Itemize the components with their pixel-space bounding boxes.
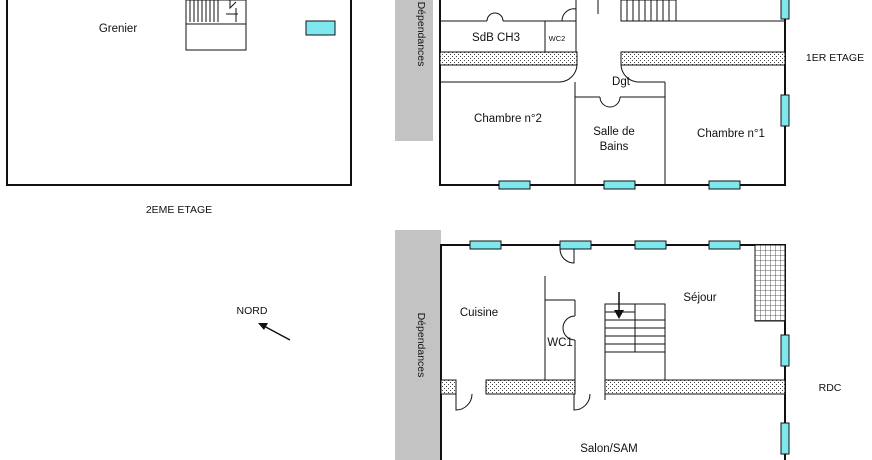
window-bedroom1	[708, 180, 741, 190]
floor-label-ground: RDC	[819, 382, 842, 394]
attic-stairs	[185, 0, 247, 51]
ground-wall-middle	[485, 379, 576, 395]
room-label-lounge: Salon/SAM	[580, 443, 638, 455]
window-bedroom1-side	[780, 94, 790, 127]
first-floor: Dépendances SdB CH3 WC2 Dgt	[395, 0, 864, 190]
window-living-side	[780, 334, 790, 367]
ground-stairs	[604, 292, 666, 381]
window-entry	[559, 240, 592, 250]
lounge-door-arc-center	[573, 393, 591, 411]
room-label-bathroom-line1: Salle de	[593, 126, 635, 138]
bathroom-door-arc	[599, 96, 621, 108]
second-floor: Grenier 2EME ETAGE	[6, 0, 352, 216]
north-arrowhead-icon	[258, 323, 268, 330]
first-outer-walls	[439, 0, 786, 186]
fireplace	[754, 244, 786, 322]
ground-wall-left-stub	[440, 379, 457, 395]
corridor-door-arc-left	[559, 64, 578, 83]
floor-label-first: 1ER ETAGE	[806, 52, 864, 64]
wc1-door-arc	[562, 315, 576, 341]
first-wall-right	[620, 51, 786, 66]
room-label-bedroom2: Chambre n°2	[474, 113, 542, 125]
attic-outline	[6, 0, 352, 186]
room-label-bath3: SdB CH3	[472, 32, 520, 44]
compass: NORD	[237, 305, 291, 341]
first-annex-label: Dépendances	[415, 2, 427, 67]
room-label-attic: Grenier	[99, 23, 138, 35]
room-label-hall: Dgt	[612, 76, 631, 88]
lounge-door-arc-left	[455, 393, 473, 411]
corridor-door-arc-right	[620, 64, 639, 83]
window-living-2	[708, 240, 741, 250]
room-partitions	[574, 82, 666, 185]
window-bedroom2	[498, 180, 531, 190]
window-living-1	[634, 240, 667, 250]
north-arrow-icon	[261, 324, 291, 341]
first-annex	[395, 0, 433, 141]
compass-label: NORD	[237, 305, 268, 317]
stairs-down-arrow-icon	[614, 310, 624, 319]
wc2-partitions	[544, 0, 577, 52]
room-label-kitchen: Cuisine	[460, 307, 498, 319]
window-bathroom	[603, 180, 636, 190]
room-label-wc1: WC1	[547, 337, 573, 349]
entry-door-arc	[559, 248, 575, 264]
window-upper-side	[780, 0, 790, 20]
wc1-partitions	[544, 276, 576, 380]
ground-wall-right	[604, 379, 786, 395]
wc2-door-arc	[561, 8, 577, 22]
window-kitchen	[469, 240, 502, 250]
floor-label-second: 2EME ETAGE	[146, 204, 212, 216]
room-label-living: Séjour	[683, 292, 716, 304]
attic-window	[305, 20, 336, 36]
room-label-wc2: WC2	[549, 34, 566, 43]
ground-floor: Dépendances	[395, 230, 842, 460]
room-label-bedroom1: Chambre n°1	[697, 128, 765, 140]
room-label-bathroom-line2: Bains	[600, 141, 629, 153]
window-lounge-side	[780, 422, 790, 455]
first-wall-left	[439, 51, 578, 66]
ground-annex-label: Dépendances	[415, 313, 427, 378]
ground-annex	[395, 230, 441, 460]
first-stairs	[620, 0, 677, 22]
bath3-door-arc	[486, 12, 504, 22]
